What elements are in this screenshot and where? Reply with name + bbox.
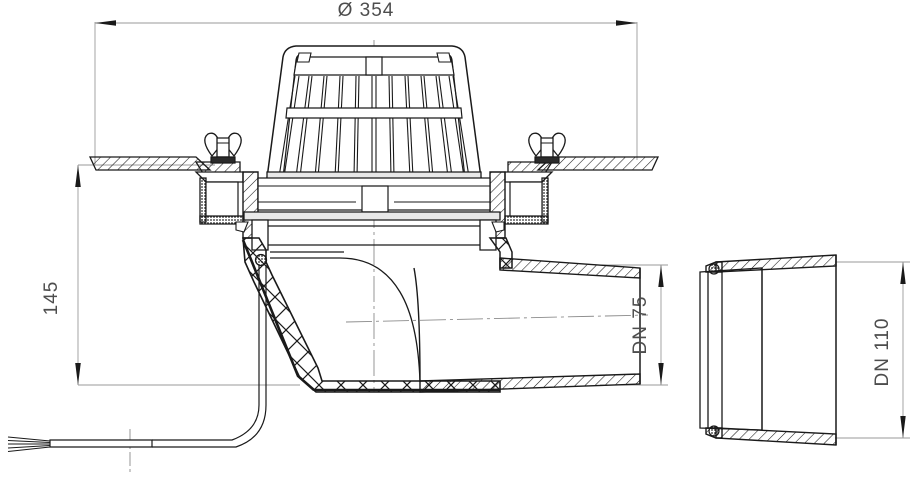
- membrane-flange: [88, 156, 660, 225]
- stripped-cable-leads: [7, 436, 51, 453]
- dimension-dn110: [835, 261, 910, 439]
- dimension-diameter-top: [94, 20, 638, 165]
- dn110-adapter-sleeve: [699, 254, 837, 446]
- dimension-label-diameter: Ø 354: [338, 0, 395, 21]
- dimension-label-dn75: DN 75: [630, 296, 651, 355]
- outlet-axis-centerline: [345, 314, 649, 323]
- gravel-guard-dome: [266, 45, 482, 180]
- dimension-label-height: 145: [41, 281, 62, 316]
- dn75-outlet-pipe: [419, 257, 641, 393]
- dimension-label-dn110: DN 110: [872, 317, 893, 386]
- wing-nut-left: [204, 132, 242, 164]
- heating-cable: [49, 265, 267, 448]
- clamping-flange: [235, 171, 506, 251]
- wing-nut-right: [528, 132, 566, 164]
- insulated-drain-body: [241, 237, 513, 393]
